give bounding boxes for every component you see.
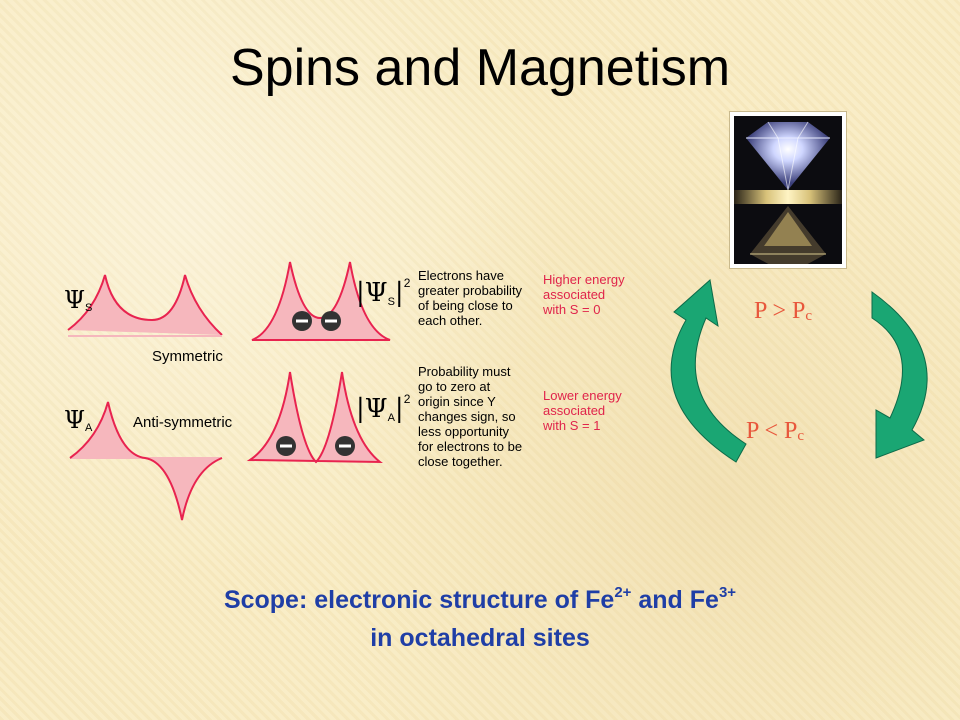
psi-a-label: ΨA bbox=[64, 406, 93, 434]
psi-s-squared-label: |ΨS|2 bbox=[356, 276, 411, 308]
psi-a-curve-fill-upper bbox=[70, 402, 145, 458]
psi-s-label: ΨS bbox=[64, 286, 93, 314]
antisymmetric-energy-note: Lower energy associated with S = 1 bbox=[543, 388, 622, 433]
symmetric-energy-note: Higher energy associated with S = 0 bbox=[543, 272, 625, 317]
cycle-arrow-left bbox=[670, 279, 747, 463]
psi-s-squared-curve bbox=[251, 261, 391, 341]
psi-a-curve-fill-lower bbox=[145, 458, 222, 520]
psi-s-curve bbox=[67, 274, 223, 336]
electron-minus-sign bbox=[339, 444, 351, 448]
pressure-above-critical: P > Pc bbox=[754, 298, 813, 324]
diamond-anvil-image bbox=[734, 116, 842, 264]
symmetric-description: Electrons have greater probability of be… bbox=[418, 268, 523, 328]
slide-title: Spins and Magnetism bbox=[229, 39, 731, 97]
antisymmetric-label: Anti-symmetric bbox=[133, 414, 233, 431]
diamond-anvil-photo bbox=[730, 112, 846, 268]
antisymmetric-description: Probability must go to zero at origin si… bbox=[418, 364, 523, 469]
symmetric-label: Symmetric bbox=[152, 348, 223, 365]
psi-a-squared-label: |ΨA|2 bbox=[356, 392, 411, 424]
pressure-below-critical: P < Pc bbox=[746, 418, 805, 444]
scope-line-1: Scope: electronic structure of Fe2+ and … bbox=[223, 584, 737, 614]
psi-a-curve bbox=[69, 401, 223, 521]
electron-minus-sign bbox=[296, 319, 308, 323]
electron-minus-sign bbox=[325, 319, 337, 323]
electron-minus-sign bbox=[280, 444, 292, 448]
psi-s-curve-fill bbox=[68, 275, 222, 335]
cycle-arrow-right bbox=[871, 291, 928, 459]
scope-line-2: in octahedral sites bbox=[370, 624, 590, 652]
